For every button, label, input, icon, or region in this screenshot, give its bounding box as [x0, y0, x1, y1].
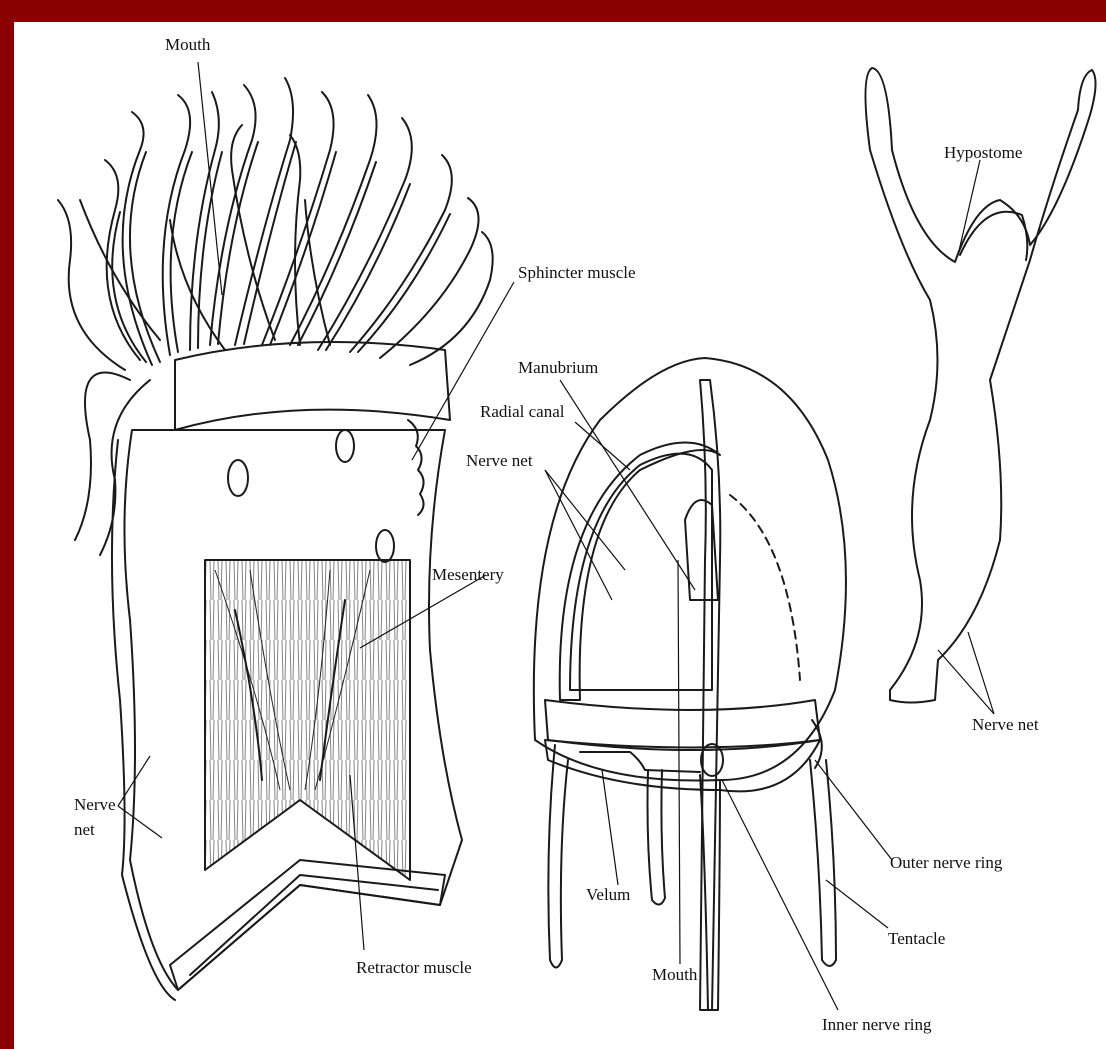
hydromedusa-illustration: [534, 358, 846, 1010]
label-tentacle: Tentacle: [888, 929, 945, 948]
leader-lines: [118, 62, 994, 1010]
hydra-illustration: [865, 68, 1095, 703]
label-retractor-muscle: Retractor muscle: [356, 958, 472, 977]
label-velum: Velum: [586, 885, 630, 904]
label-anemone-net: net: [74, 820, 95, 839]
label-sphincter-muscle: Sphincter muscle: [518, 263, 636, 282]
label-hydra-nerve-net: Nerve net: [972, 715, 1039, 734]
sea-anemone-illustration: [58, 78, 493, 1000]
label-manubrium: Manubrium: [518, 358, 598, 377]
label-mesentery: Mesentery: [432, 565, 504, 584]
labels: Mouth Sphincter muscle Mesentery Nerve n…: [74, 35, 1039, 1034]
label-anemone-nerve: Nerve: [74, 795, 116, 814]
label-medusa-mouth: Mouth: [652, 965, 698, 984]
label-medusa-nerve-net: Nerve net: [466, 451, 533, 470]
label-outer-nerve-ring: Outer nerve ring: [890, 853, 1003, 872]
label-hypostome: Hypostome: [944, 143, 1022, 162]
label-inner-nerve-ring: Inner nerve ring: [822, 1015, 932, 1034]
label-anemone-mouth: Mouth: [165, 35, 211, 54]
label-radial-canal: Radial canal: [480, 402, 565, 421]
